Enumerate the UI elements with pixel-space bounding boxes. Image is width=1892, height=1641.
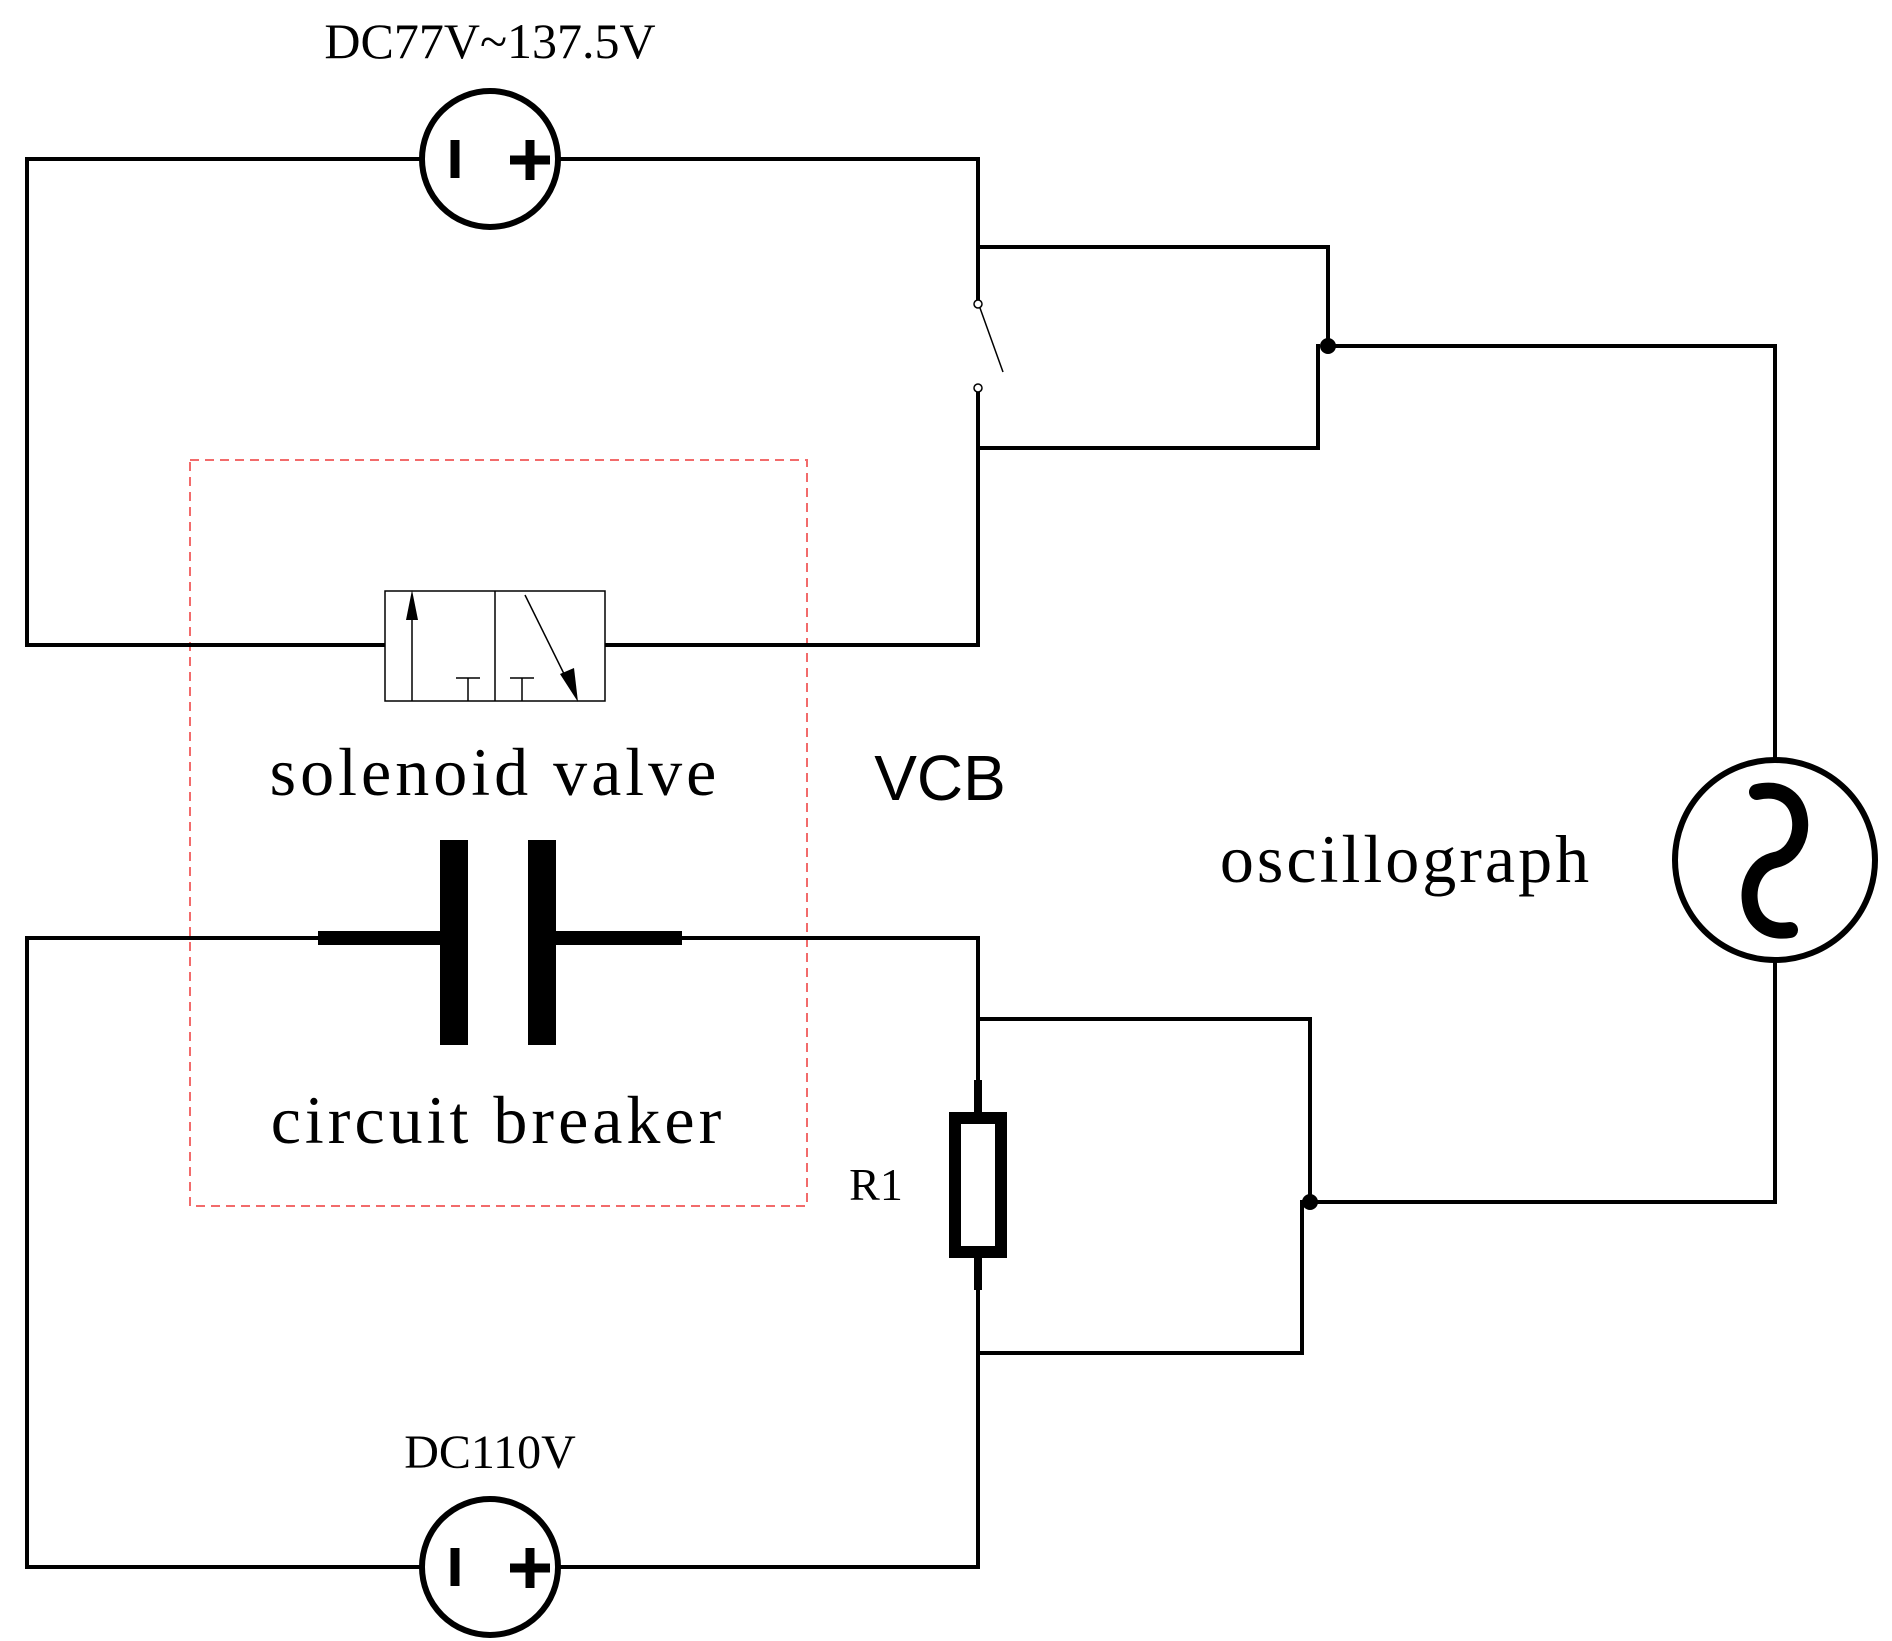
ac-sine-source-icon — [1672, 757, 1878, 963]
junction-dot — [1302, 1194, 1318, 1210]
source-bottom-label: DC110V — [404, 1426, 576, 1479]
capacitor-contacts-icon — [318, 840, 682, 1045]
vcb-boundary — [189, 459, 808, 1207]
breaker-label: circuit breaker — [271, 1082, 726, 1158]
resistor-label: R1 — [849, 1159, 903, 1210]
solenoid-label: solenoid valve — [270, 734, 721, 810]
oscillograph-label: oscillograph — [1220, 821, 1592, 897]
dc-voltage-source-icon — [383, 88, 597, 230]
open-switch-icon — [973, 299, 1004, 393]
source-top-label: DC77V~137.5V — [324, 13, 655, 69]
vcb-label: VCB — [874, 742, 1006, 814]
junction-dot — [1320, 338, 1336, 354]
top-loop-wires — [25, 157, 1777, 762]
dc-voltage-source-icon — [383, 1496, 597, 1638]
bottom-loop-wires — [25, 936, 1777, 1569]
resistor-icon — [949, 1080, 1007, 1290]
solenoid-valve-icon — [384, 590, 606, 702]
